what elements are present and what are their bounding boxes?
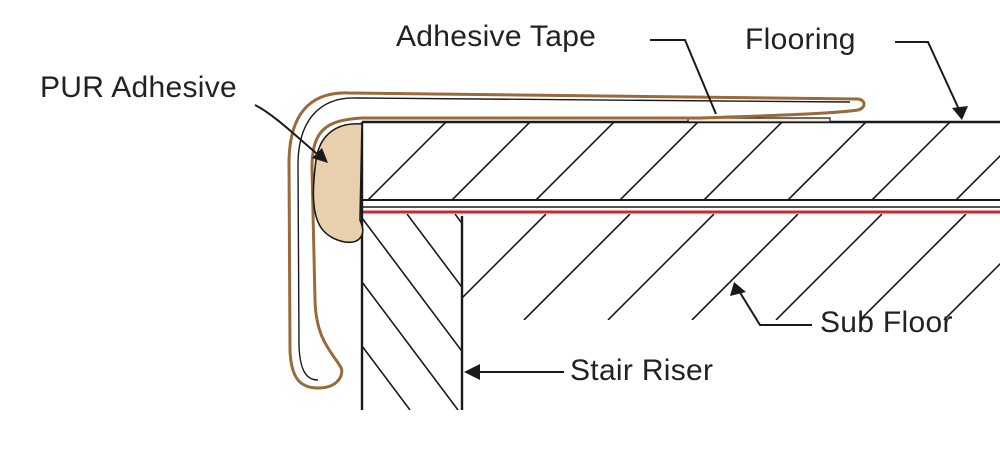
stair-riser-arrowhead [464,364,480,380]
flooring-hatch-line [787,122,867,200]
sub-floor-label: Sub Floor [820,306,953,339]
riser-hatch-line [406,214,462,289]
flooring-leader [895,41,963,117]
pur-adhesive-leader [254,104,323,159]
pur-adhesive-bead [312,122,364,244]
adhesive-tape [687,117,831,123]
sub-floor-hatch-line [523,214,631,320]
sub-floor-hatch-line [607,214,715,320]
flooring-hatch-line [955,154,1000,200]
riser-hatch-line [362,280,459,410]
sub-floor-leader [735,285,812,326]
flooring-hatch-line [871,122,951,200]
sub-floor-hatch-line [943,262,1000,320]
flooring-hatch-line [367,122,447,200]
sub-floor-hatch-line [775,214,883,320]
flooring-hatch-line [619,122,699,200]
sub-floor-arrowhead [730,282,746,296]
adhesive-tape-label: Adhesive Tape [396,20,597,53]
stair-riser-label: Stair Riser [570,354,714,387]
sub-floor-hatch-line [859,214,967,320]
flooring-hatch-line [451,122,531,200]
pur-adhesive-label: PUR Adhesive [40,71,238,104]
flooring-arrowhead [952,106,968,120]
riser-hatch-line [362,344,411,410]
sub-floor [462,214,1000,320]
flooring-hatch-line [200,122,278,200]
flooring-hatch-line [703,122,783,200]
flooring-hatch-line [535,122,615,200]
adhesive-tape-leader [650,39,717,115]
stair-nosing-inner-line [297,97,851,381]
riser-hatch-line [362,216,462,353]
flooring-label: Flooring [745,23,856,56]
leader-lines [254,39,963,373]
pur-adhesive-arrowhead [312,148,328,163]
sub-floor-hatch-line [462,214,547,300]
sub-floor-hatch-line [691,214,799,320]
leader-arrowheads [312,106,968,380]
stair-nosing [287,91,866,390]
